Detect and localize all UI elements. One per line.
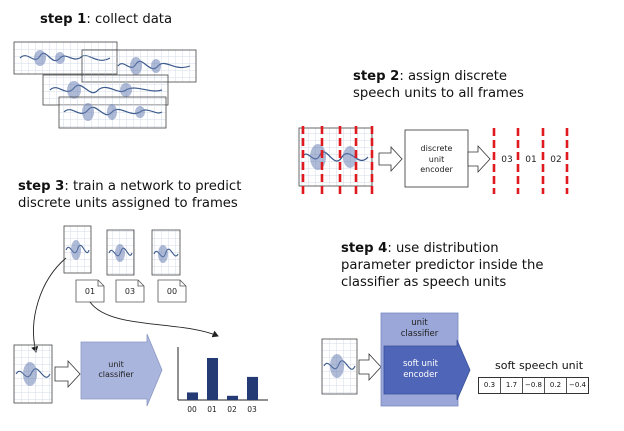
discrete-unit-encoder-label: discrete unit encoder — [405, 144, 468, 176]
arrow-icon — [358, 352, 382, 382]
vector-cell: −0.4 — [569, 381, 586, 389]
bar-00 — [187, 392, 198, 400]
classifier-line: unit — [108, 360, 124, 369]
step1-label: step 1 — [40, 12, 87, 27]
document-unit-label: 03 — [124, 287, 136, 296]
step3-unit-documents — [75, 279, 187, 303]
unit-classifier-block — [80, 333, 163, 407]
spectrogram-card — [106, 229, 135, 276]
arrow-icon — [378, 145, 403, 173]
unit-label: 03 — [501, 155, 513, 165]
unit-classifier-label: unit classifier — [81, 360, 151, 380]
step1-recordings — [13, 41, 197, 129]
curved-arrow — [31, 257, 67, 353]
step3-label: step 3 — [18, 179, 65, 194]
curved-arrow — [89, 301, 219, 338]
step4-text-line2: parameter predictor inside the — [341, 258, 544, 273]
document-icon — [75, 279, 105, 303]
step3-bar-chart — [177, 347, 268, 401]
soft-unit-encoder-label: soft unit encoder — [384, 359, 457, 381]
bar-01 — [207, 358, 218, 400]
unit-label: 02 — [550, 155, 562, 165]
vector-cell: 1.7 — [501, 378, 523, 393]
document-icon — [115, 279, 145, 303]
vector-cell: 0.3 — [479, 378, 501, 393]
encoder-line: discrete — [420, 144, 453, 153]
vector-cell: −0.8 — [523, 378, 545, 393]
arrow-icon — [467, 144, 491, 174]
vector-cell: 0.2 — [545, 378, 567, 393]
outer-line: unit — [411, 318, 428, 328]
soft-unit-encoder-block — [383, 339, 471, 401]
step3-input-spectrogram — [13, 344, 53, 404]
step2-unit-frame-lines — [492, 128, 569, 194]
inner-line: encoder — [403, 370, 438, 380]
step1-text: : collect data — [86, 12, 173, 27]
outer-line: classifier — [400, 329, 439, 339]
tick-label: 01 — [207, 405, 217, 414]
step3-spectrogram-cards — [63, 225, 181, 276]
step3-text-line1: : train a network to predict — [64, 179, 242, 194]
bar-03 — [247, 376, 258, 400]
step1-title: step 1: collect data — [40, 11, 172, 28]
unit-label: 01 — [525, 155, 537, 165]
recording-card — [58, 96, 167, 129]
step4-label: step 4 — [341, 241, 388, 256]
step2-title: step 2: assign discrete speech units to … — [353, 68, 524, 102]
tick-label: 02 — [227, 405, 237, 414]
arrow-icon — [54, 359, 81, 389]
inner-line: soft unit — [403, 359, 438, 369]
step3-title: step 3: train a network to predict discr… — [18, 178, 241, 212]
document-unit-label: 01 — [84, 287, 96, 296]
soft-speech-unit-vector: 0.3 1.7 −0.8 0.2 −0.4 — [478, 377, 589, 394]
step2-spectrogram — [298, 127, 373, 187]
step2-text-line2: speech units to all frames — [353, 86, 524, 101]
step3-text-line2: discrete units assigned to frames — [18, 196, 238, 211]
bar-02 — [227, 395, 238, 400]
spectrogram-card — [63, 225, 92, 274]
unit-classifier-outer-label: unit classifier — [381, 318, 458, 340]
discrete-unit-encoder-box — [404, 129, 469, 188]
step4-input-spectrogram — [321, 338, 358, 395]
encoder-line: encoder — [420, 165, 453, 174]
tick-label: 03 — [247, 405, 257, 414]
step4-text-line3: classifier as speech units — [341, 275, 507, 290]
classifier-line: classifier — [98, 370, 134, 379]
document-icon — [157, 279, 187, 303]
encoder-line: unit — [428, 154, 445, 164]
step4-title: step 4: use distribution parameter predi… — [341, 240, 543, 291]
document-unit-label: 00 — [166, 287, 178, 296]
soft-speech-unit-title: soft speech unit — [495, 359, 584, 372]
spectrogram-card — [151, 229, 181, 276]
step4-text-line1: : use distribution — [387, 241, 499, 256]
step2-label: step 2 — [353, 69, 400, 84]
step2-text-line1: : assign discrete — [399, 69, 508, 84]
tick-label: 00 — [187, 405, 197, 414]
